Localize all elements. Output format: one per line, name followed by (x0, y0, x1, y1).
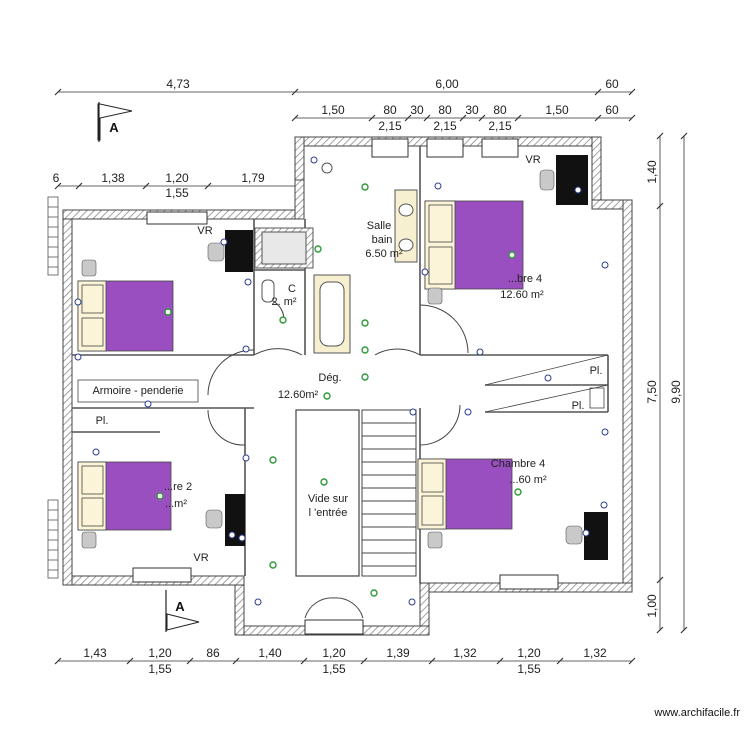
dim-bottom2-2: 1,55 (322, 662, 346, 676)
section-label-bottom: A (175, 599, 185, 614)
void-label-line2: l 'entrée (309, 507, 348, 519)
dim-left-2: 1,38 (101, 171, 125, 185)
dim-top2-1: 1,50 (321, 103, 345, 117)
dim-top2-5: 30 (465, 103, 479, 117)
dim-top2-8: 60 (605, 103, 619, 117)
closets (484, 354, 609, 413)
dim-bottom-9: 1,32 (583, 646, 607, 660)
room-labels: Salle bain 6.50 m² C 2. m² ...bre 4 12.6… (96, 154, 603, 564)
dim-right-1: 1,40 (645, 160, 659, 184)
wardrobe-label: Armoire - penderie (92, 385, 183, 397)
vr-label-2: VR (525, 154, 540, 166)
dim-left-4: 1,79 (241, 171, 265, 185)
wc-name: C (288, 283, 296, 295)
bed-southwest (77, 461, 172, 531)
dim-bottom-4: 1,40 (258, 646, 282, 660)
bed-northwest (77, 280, 174, 352)
wardrobe (77, 379, 199, 403)
dim-left-1: 6 (53, 171, 60, 185)
wc-area: 2. m² (271, 296, 296, 308)
dim-left-3: 1,20 (165, 171, 189, 185)
bath-name-line1: Salle (367, 220, 391, 232)
left-wall-panels (47, 196, 59, 579)
dim-bottom-6: 1,39 (386, 646, 410, 660)
dim-top2-6: 80 (493, 103, 507, 117)
deg-area: 12.60m² (278, 389, 319, 401)
watermark: www.archifacile.fr (653, 707, 740, 719)
staircase (361, 409, 417, 577)
desks (225, 155, 608, 560)
dim-bottom-8: 1,20 (517, 646, 541, 660)
dim-top3-3: 2,15 (488, 119, 512, 133)
bath-name-line2: bain (372, 234, 393, 246)
section-label-top: A (109, 120, 119, 135)
dim-bottom-1: 1,43 (83, 646, 107, 660)
chambre-se-area: ...60 m² (509, 474, 547, 486)
chambre-ne-name: ...bre 4 (508, 273, 542, 285)
void-over-entrance (295, 409, 360, 577)
closet-label-2: Pl. (572, 400, 585, 412)
dim-bottom-5: 1,20 (322, 646, 346, 660)
chambre-sw-area: ...m² (165, 498, 187, 510)
bath-area: 6.50 m² (365, 248, 403, 260)
bed-southeast (417, 458, 513, 530)
dimension-lines (54, 88, 688, 665)
dim-top2-3: 30 (410, 103, 424, 117)
closet-label-1: Pl. (590, 365, 603, 377)
power-outlets (74, 156, 609, 606)
deg-name: Dég. (318, 372, 341, 384)
windows (132, 138, 559, 635)
dim-left-5: 1,55 (165, 186, 189, 200)
section-marker-top: A (97, 102, 133, 142)
desk-chairs (81, 169, 583, 549)
dim-right-3: 1,00 (645, 594, 659, 618)
vr-label-3: VR (193, 552, 208, 564)
dim-bottom-2: 1,20 (148, 646, 172, 660)
dim-top-3: 60 (605, 77, 619, 91)
dim-top2-7: 1,50 (545, 103, 569, 117)
chambre-se-name: Chambre 4 (491, 458, 545, 470)
dim-top2-2: 80 (383, 103, 397, 117)
dim-bottom-7: 1,32 (453, 646, 477, 660)
dim-top-1: 4,73 (166, 77, 190, 91)
void-label-line1: Vide sur (308, 493, 348, 505)
bed-northeast (424, 200, 524, 290)
bathroom-fixtures (254, 162, 418, 354)
section-marker-bottom: A (165, 590, 200, 632)
wc-toilet (261, 279, 275, 303)
dim-right-total: 9,90 (669, 380, 683, 404)
chambre-ne-area: 12.60 m² (500, 289, 544, 301)
dim-bottom2-3: 1,55 (517, 662, 541, 676)
dim-top-2: 6,00 (435, 77, 459, 91)
dimension-labels: 4,73 6,00 60 1,50 80 30 80 30 80 1,50 60… (53, 77, 683, 676)
dim-bottom2-1: 1,55 (148, 662, 172, 676)
closet-label-3: Pl. (96, 415, 109, 427)
dim-right-2: 7,50 (645, 380, 659, 404)
dim-top3-2: 2,15 (433, 119, 457, 133)
light-points (156, 183, 522, 597)
dim-top3-1: 2,15 (378, 119, 402, 133)
dim-top2-4: 80 (438, 103, 452, 117)
vr-label-1: VR (197, 225, 212, 237)
chambre-sw-name: ...re 2 (164, 481, 192, 493)
dim-bottom-3: 86 (206, 646, 220, 660)
